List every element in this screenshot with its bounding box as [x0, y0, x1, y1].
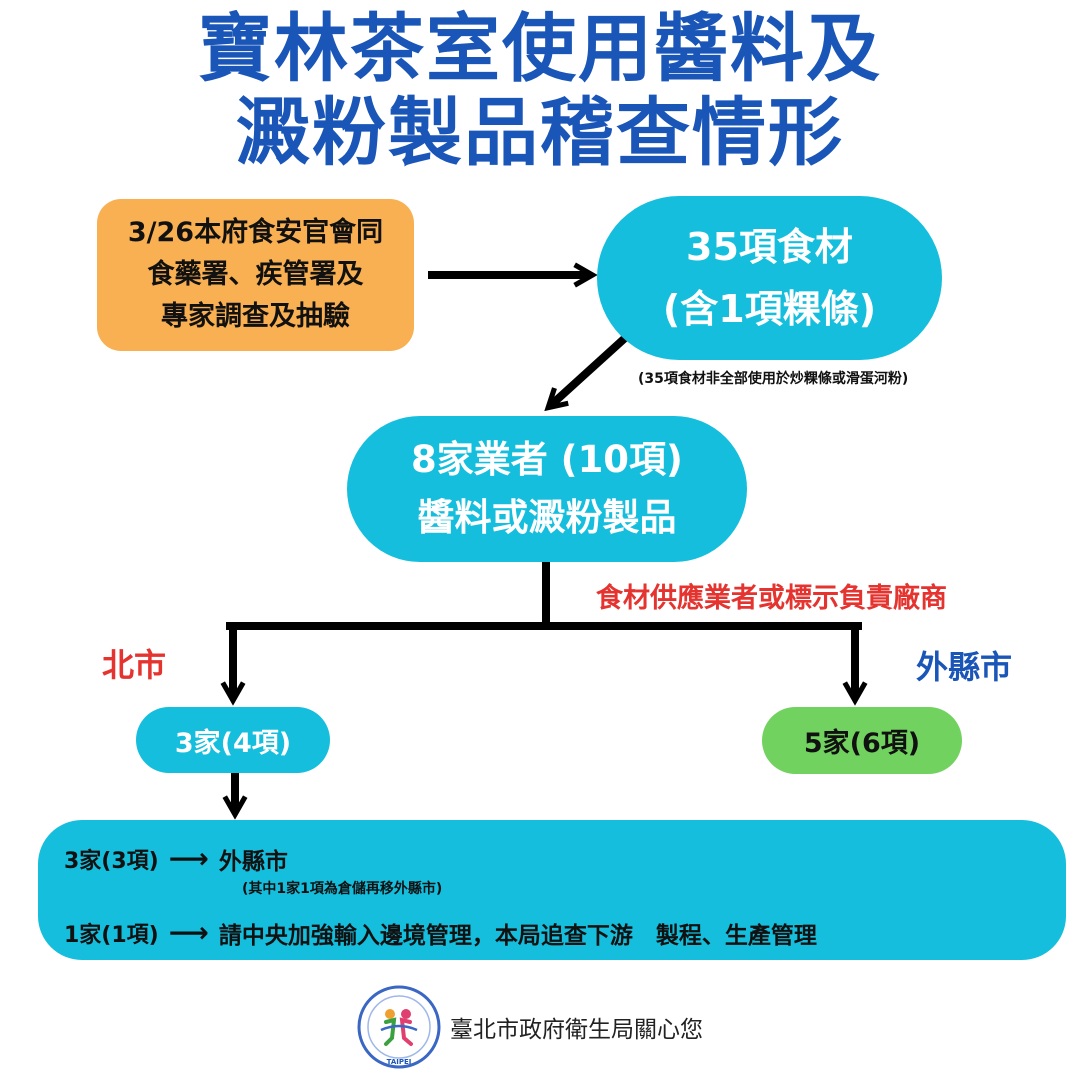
investigation-line-2: 食藥署、疾管署及 — [147, 259, 364, 290]
footer-org-text: 臺北市政府衛生局關心您 — [450, 1017, 703, 1043]
arrow-right-icon: ⟶ — [168, 842, 209, 875]
taipei-count: 3家(4項) — [174, 727, 292, 759]
food-items-box: 35項食材 (含1項粿條) — [597, 196, 942, 360]
outcome-1-note: (其中1家1項為倉儲再移外縣市) — [242, 881, 443, 897]
taipei-label: 北市 — [102, 646, 167, 684]
title-line-2: 澱粉製品稽查情形 — [236, 90, 844, 176]
outcome-row-2: 1家(1項) ⟶ 請中央加強輸入邊境管理，本局追查下游 製程、生產管理 — [64, 916, 817, 950]
outcome-1-label: 3家(3項) — [64, 849, 159, 874]
outcomes-box: 3家(3項) ⟶ 外縣市 (其中1家1項為倉儲再移外縣市) 1家(1項) ⟶ 請… — [38, 820, 1066, 960]
arrow-to-vendors — [544, 335, 628, 412]
other-count-box: 5家(6項) — [762, 707, 962, 774]
arrow-right-icon: ⟶ — [168, 916, 209, 949]
outcome-2-label: 1家(1項) — [64, 923, 159, 948]
investigation-line-1: 3/26本府食安官會同 — [127, 217, 384, 248]
supplier-label: 食材供應業者或標示負責廠商 — [596, 583, 947, 614]
title-line-1: 寶林茶室使用醬料及 — [198, 6, 882, 92]
vendors-box: 8家業者 (10項) 醬料或澱粉製品 — [347, 416, 747, 562]
taipei-count-box: 3家(4項) — [136, 707, 330, 773]
logo-text: TAIPEI — [386, 1058, 412, 1066]
food-items-line-2: (含1項粿條) — [662, 287, 877, 331]
vendors-line-1: 8家業者 (10項) — [411, 438, 683, 481]
vendors-line-2: 醬料或澱粉製品 — [417, 496, 677, 539]
other-count: 5家(6項) — [803, 728, 921, 759]
outcome-1-text: 外縣市 — [218, 849, 288, 875]
investigation-line-3: 專家調查及抽驗 — [161, 301, 350, 332]
food-items-line-1: 35項食材 — [686, 225, 853, 269]
food-items-note: (35項食材非全部使用於炒粿條或滑蛋河粉) — [638, 371, 909, 387]
outcome-row-1: 3家(3項) ⟶ 外縣市 — [64, 842, 288, 876]
health-department-logo-icon — [357, 985, 441, 1069]
outcome-2-text: 請中央加強輸入邊境管理，本局追查下游 製程、生產管理 — [218, 923, 817, 949]
other-city-label: 外縣市 — [916, 648, 1013, 686]
investigation-box: 3/26本府食安官會同 食藥署、疾管署及 專家調查及抽驗 — [97, 199, 414, 351]
